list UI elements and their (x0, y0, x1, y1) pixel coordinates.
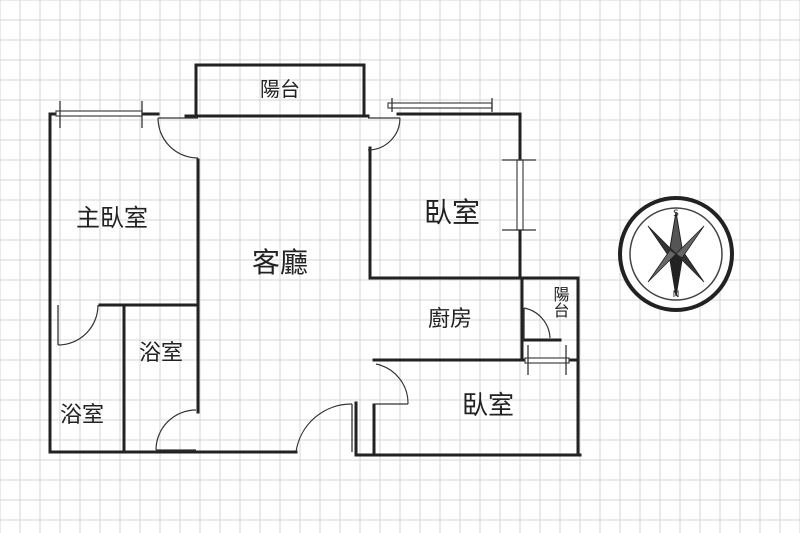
balcony-top-wall (194, 63, 366, 118)
wall-right-lower (518, 276, 580, 457)
room-label-living-room: 客廳 (252, 246, 308, 279)
room-label-bathroom-2: 浴室 (60, 403, 104, 428)
window-small-balcony (524, 357, 570, 364)
window-master-top (55, 110, 143, 117)
room-label-master-bedroom: 主臥室 (76, 204, 148, 232)
compass-label-s: S (673, 209, 679, 219)
compass-rose: S N (618, 196, 734, 312)
room-label-balcony-small: 陽台 (551, 286, 570, 318)
compass-needle-diag (647, 249, 677, 283)
room-label-balcony-top: 陽台 (260, 77, 300, 101)
window-bedroom-ne-east (516, 159, 524, 231)
compass-label-n: N (673, 290, 680, 300)
door-bedroom-se (375, 363, 409, 405)
windows (55, 98, 570, 375)
door-bath-2 (57, 304, 99, 346)
window-bedroom-ne-top (387, 102, 493, 109)
room-labels: 陽台 主臥室 客廳 臥室 廚房 浴室 浴室 臥室 陽台 (60, 77, 570, 428)
room-label-bedroom-ne: 臥室 (424, 196, 480, 229)
door-entry (295, 403, 353, 453)
door-bath-1 (155, 409, 197, 451)
room-label-kitchen: 廚房 (428, 307, 472, 332)
doors (57, 117, 551, 453)
door-small-balcony (523, 307, 551, 339)
room-label-bedroom-se: 臥室 (462, 391, 514, 421)
door-master-balcony (157, 117, 199, 159)
door-bedroom-ne (367, 117, 401, 151)
room-label-bathroom-1: 浴室 (139, 341, 183, 366)
